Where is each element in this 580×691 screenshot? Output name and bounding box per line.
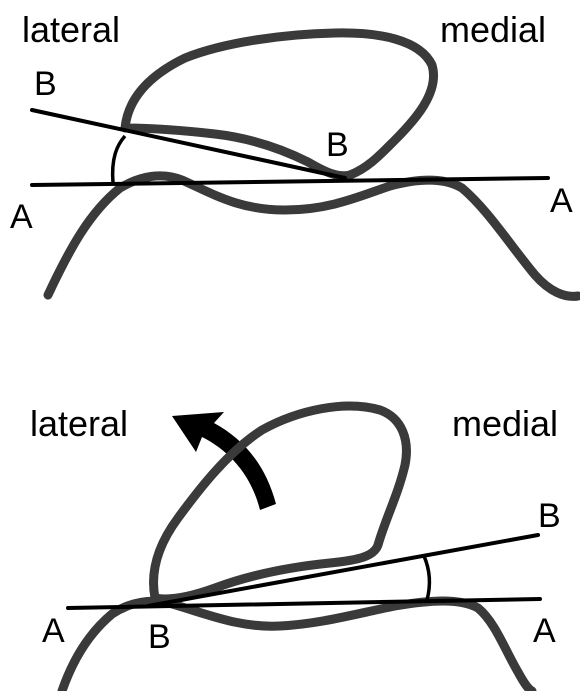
top-line-b bbox=[30, 108, 347, 180]
top-line-b-left-label: B bbox=[34, 65, 57, 103]
top-femur-outline bbox=[43, 171, 580, 301]
bottom-line-b bbox=[146, 533, 540, 608]
top-line-a-right-label: A bbox=[550, 182, 573, 220]
bottom-line-a-left-label: A bbox=[42, 612, 65, 650]
bottom-panel: lateral medial B B A A bbox=[30, 401, 561, 691]
bottom-line-b-right-label: B bbox=[538, 497, 561, 535]
bottom-line-a-right-label: A bbox=[533, 612, 556, 650]
bottom-line-b-left-label: B bbox=[148, 618, 171, 656]
bottom-femur-outline bbox=[57, 596, 537, 691]
top-panel: lateral medial B B A A bbox=[10, 9, 580, 301]
top-line-a bbox=[30, 176, 550, 187]
top-line-a-left-label: A bbox=[10, 198, 33, 236]
bottom-patella-outline bbox=[149, 401, 411, 604]
top-patella-outline bbox=[120, 28, 438, 181]
bottom-medial-label: medial bbox=[452, 403, 558, 444]
bottom-lateral-label: lateral bbox=[30, 403, 128, 444]
top-medial-label: medial bbox=[440, 9, 546, 50]
top-lateral-label: lateral bbox=[22, 9, 120, 50]
top-line-b-right-label: B bbox=[326, 126, 349, 164]
top-angle-arc bbox=[110, 134, 127, 184]
rotation-arrow-icon bbox=[172, 412, 276, 510]
bottom-angle-arc bbox=[422, 555, 432, 601]
